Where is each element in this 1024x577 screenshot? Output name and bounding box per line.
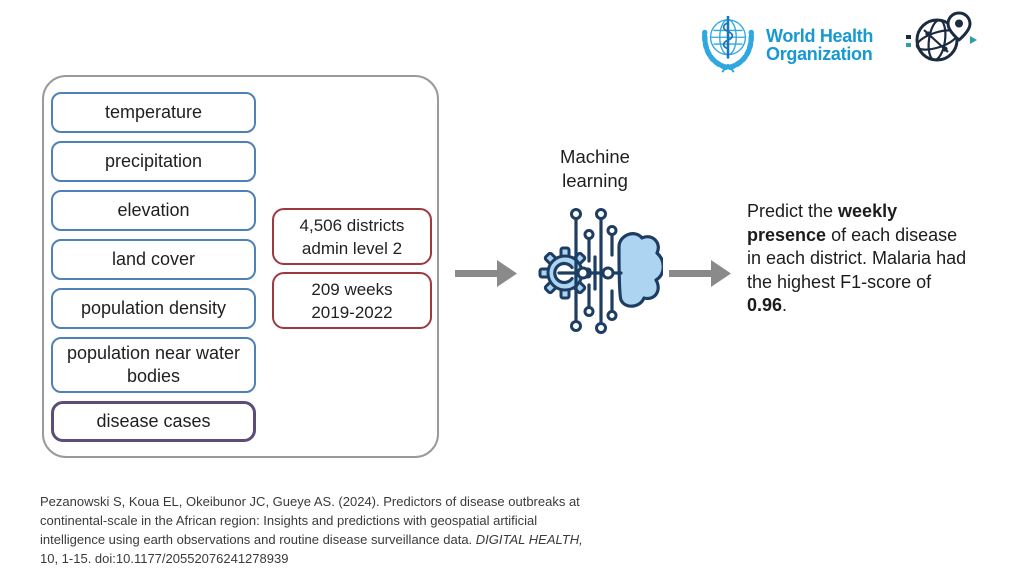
scope-box: 209 weeks 2019-2022 [272, 272, 432, 329]
scope-box: 4,506 districts admin level 2 [272, 208, 432, 265]
citation-after-journal: 10, 1-15. doi:10.1177/20552076241278939 [40, 551, 289, 566]
feature-label: elevation [117, 200, 190, 220]
citation-before-journal: Pezanowski S, Koua EL, Okeibunor JC, Gue… [40, 494, 580, 547]
feature-box: temperature [51, 92, 256, 133]
feature-box: population near water bodies [51, 337, 256, 393]
scope-box-line1: 209 weeks [311, 279, 393, 299]
who-logo: World Health Organization [697, 10, 873, 80]
scope-box-line2: admin level 2 [301, 238, 403, 258]
feature-box: land cover [51, 239, 256, 280]
feature-box: disease cases [51, 401, 256, 442]
input-features-panel: temperature precipitation elevation land… [51, 92, 256, 442]
feature-box: precipitation [51, 141, 256, 182]
prediction-text: Predict the weekly presence of each dise… [747, 201, 967, 315]
feature-box: elevation [51, 190, 256, 231]
feature-label: precipitation [104, 151, 203, 171]
input-features-container: temperature precipitation elevation land… [42, 75, 439, 458]
flow-arrow-left-icon [455, 260, 517, 287]
scope-boxes: 4,506 districts admin level 2 209 weeks … [272, 208, 432, 329]
machine-learning-label: Machine learning [560, 146, 630, 191]
geospatial-ai-logo [906, 9, 978, 76]
feature-label: disease cases [96, 411, 211, 431]
machine-learning-brain-gear-icon [538, 208, 663, 334]
globe-pin-icon [906, 11, 977, 62]
who-wordmark-line2: Organization [766, 44, 873, 64]
scope-box-line1: 4,506 districts [299, 215, 405, 235]
citation-journal: DIGITAL HEALTH, [475, 532, 583, 547]
who-wordmark-line1: World Health [766, 25, 874, 46]
feature-label: population near water bodies [66, 343, 241, 386]
feature-label: land cover [111, 249, 196, 269]
flow-arrow-right-icon [669, 260, 731, 287]
feature-label: population density [80, 298, 227, 318]
who-wordmark: World Health Organization [766, 25, 874, 64]
scope-box-line2: 2019-2022 [311, 302, 393, 322]
feature-box: population density [51, 288, 256, 329]
feature-label: temperature [104, 102, 203, 122]
citation: Pezanowski S, Koua EL, Okeibunor JC, Gue… [40, 492, 588, 568]
who-emblem-icon [702, 15, 754, 73]
